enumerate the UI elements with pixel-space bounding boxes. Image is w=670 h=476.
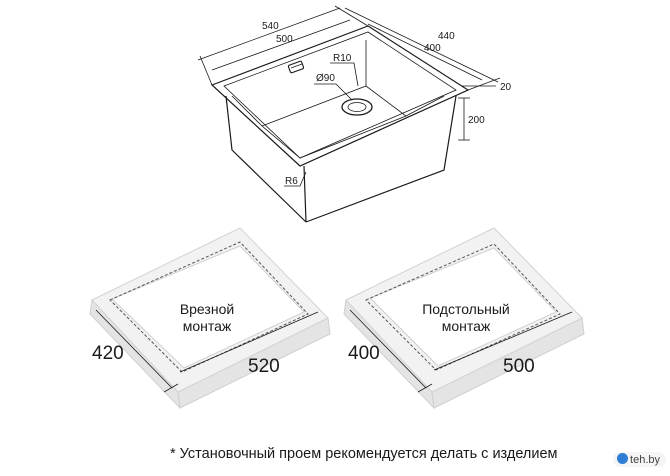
dim-440-ext (467, 77, 501, 91)
r10-leader (330, 62, 359, 87)
plate-right-dim-depth (349, 309, 427, 389)
watermark-text: teh.by (630, 454, 660, 466)
sink-inner-edge-1 (231, 95, 263, 127)
dim-400-label: 400 (424, 43, 441, 54)
watermark-logo-icon (617, 453, 629, 464)
d90-leader (314, 83, 353, 101)
caption-right-line2: монтаж (442, 318, 491, 334)
sink-rim-inner (223, 31, 457, 159)
dim-500-label: 500 (276, 34, 293, 45)
plate-right-cut-line (365, 243, 561, 371)
dim-400-line (367, 23, 483, 81)
dim-440-line (344, 7, 499, 83)
plate-left-dim-width (179, 311, 319, 373)
watermark-badge: teh.by (613, 452, 666, 467)
plate-left-dim-tick-a (163, 383, 179, 393)
dim-200-label: 200 (468, 115, 485, 126)
cutout-plate-right: Подстольный монтаж 400 500 (343, 227, 585, 410)
dim-540-ext-right (334, 5, 369, 27)
dim-540-ext-left (199, 55, 213, 86)
dim-440-label: 440 (438, 31, 455, 42)
plate-right-dim-tick-a (417, 383, 433, 393)
overflow-slot (287, 60, 305, 74)
footnote: * Установочный проем рекомендуется делат… (170, 446, 558, 462)
plate-right-dim-width (433, 311, 573, 371)
plate-left-dim-depth (95, 309, 173, 389)
caption-left-line1: Врезной (180, 301, 234, 317)
r6-label: R6 (285, 176, 298, 187)
r10-label: R10 (333, 53, 352, 64)
plate-left-cut-line (109, 241, 309, 373)
dim-540-label: 540 (262, 21, 279, 32)
overflow-slot-line (290, 63, 303, 69)
dim-540-line (197, 7, 341, 61)
sink-inner-edge-3 (405, 95, 445, 117)
sink-bottom (261, 85, 407, 159)
d90-label: Ø90 (316, 73, 335, 84)
sink-body-right (305, 95, 457, 223)
dim-20-label: 20 (500, 82, 512, 93)
drain-outer (341, 98, 373, 116)
plate-left-hole (111, 245, 305, 369)
caption-right-line1: Подстольный (422, 301, 510, 317)
cutout-left-depth: 420 (92, 343, 124, 364)
caption-left-line2: монтаж (183, 318, 232, 334)
cutout-right-width: 500 (503, 356, 535, 377)
plate-right-hole (369, 247, 557, 367)
dim-500-line (211, 19, 351, 71)
cutout-right-depth: 400 (348, 343, 380, 364)
drain-inner (347, 102, 367, 112)
r6-leader (284, 171, 307, 187)
sink-body-left (225, 95, 307, 223)
cutout-left-width: 520 (248, 356, 280, 377)
sink-drawing: 540 500 440 400 20 200 R10 Ø90 R6 (197, 5, 512, 223)
cutout-plate-left: Врезной монтаж 420 520 (89, 227, 331, 410)
